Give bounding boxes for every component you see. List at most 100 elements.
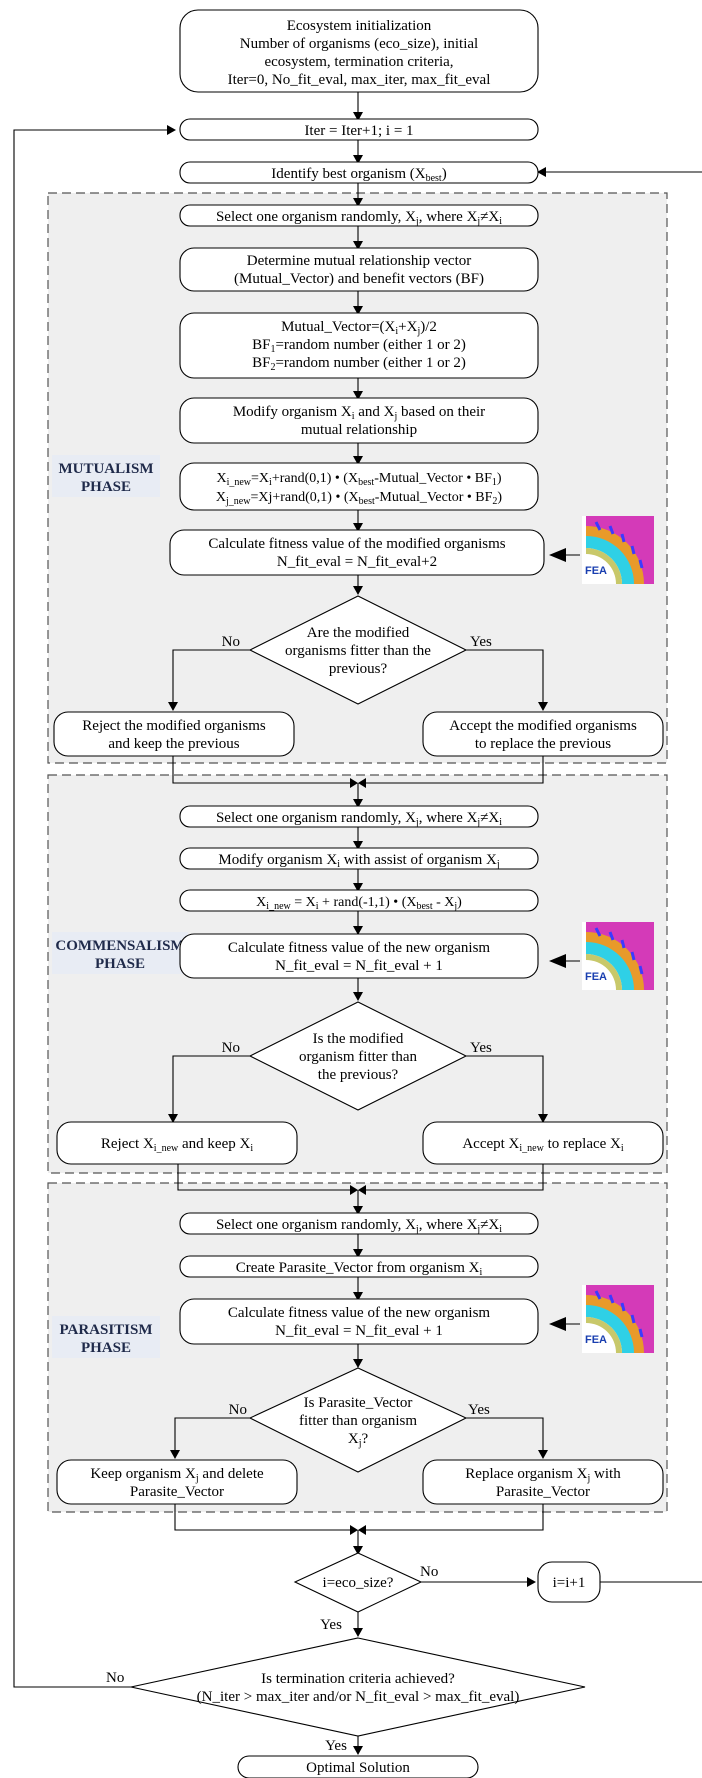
fea-label: FEA xyxy=(585,971,607,983)
commensalism-fitness-box xyxy=(179,933,539,979)
mutualism-select-box xyxy=(179,204,539,227)
eco-size-yes-label: Yes xyxy=(320,1617,342,1633)
eco-size-decision xyxy=(293,1552,423,1613)
parasitism-question-3: Xj? xyxy=(348,1431,369,1449)
commensalism-modify-text: Modify organism Xi with assist of organi… xyxy=(218,852,499,870)
termination-line-1: Is termination criteria achieved? xyxy=(261,1671,455,1687)
mutualism-accept-box xyxy=(422,711,664,757)
commensalism-select-box xyxy=(179,805,539,828)
mutualism-vector-box xyxy=(179,312,539,379)
mutualism-fitness-box xyxy=(169,529,545,576)
mutual-vector-formula: Mutual_Vector=(Xi+Xj)/2 xyxy=(281,319,437,337)
mutualism-label-phase: PHASE xyxy=(81,479,131,495)
parasitism-no-label: No xyxy=(229,1402,247,1418)
eco-size-no-label: No xyxy=(420,1564,438,1580)
mutualism-reject-line-2: and keep the previous xyxy=(108,736,239,752)
fea-label: FEA xyxy=(585,565,607,577)
iter-box xyxy=(179,118,539,141)
parasitism-replace-box xyxy=(422,1459,664,1505)
fea-image-commensalism: FEA xyxy=(580,920,656,992)
parasitism-yes-label: Yes xyxy=(468,1402,490,1418)
parasitism-keep-line-1: Keep organism Xj and delete xyxy=(90,1466,264,1484)
commensalism-label: COMMENSALISM xyxy=(55,938,184,954)
parasitism-fitness-box xyxy=(179,1298,539,1345)
commensalism-update-formula: Xi_new = Xi + rand(-1,1) • (Xbest - Xj) xyxy=(256,895,462,912)
xi-new-formula: Xi_new=Xi+rand(0,1) • (Xbest-Mutual_Vect… xyxy=(216,471,501,488)
parasitism-fitness-line-2: N_fit_eval = N_fit_eval + 1 xyxy=(275,1323,443,1339)
parasitism-replace-line-1: Replace organism Xj with xyxy=(465,1466,621,1484)
mutualism-determine-box xyxy=(179,247,539,292)
commensalism-update-box xyxy=(179,889,539,912)
mutualism-determine-line-2: (Mutual_Vector) and benefit vectors (BF) xyxy=(234,271,484,287)
parasitism-decision xyxy=(248,1367,468,1473)
mutualism-question-1: Are the modified xyxy=(307,625,410,641)
initialization-box xyxy=(179,9,539,93)
fea-image-mutualism: FEA xyxy=(580,514,656,586)
best-organism-box xyxy=(179,161,539,184)
mutualism-fitness-line-1: Calculate fitness value of the modified … xyxy=(208,536,505,552)
increment-box xyxy=(537,1561,601,1603)
parasitism-create-text: Create Parasite_Vector from organism Xi xyxy=(236,1260,483,1278)
commensalism-label-phase: PHASE xyxy=(95,956,145,972)
commensalism-modify-box xyxy=(179,847,539,870)
parasitism-keep-box xyxy=(56,1459,298,1505)
parasitism-keep-line-2: Parasite_Vector xyxy=(130,1484,224,1500)
init-line-2: Number of organisms (eco_size), initial xyxy=(240,36,478,52)
termination-decision xyxy=(130,1637,586,1737)
termination-yes-label: Yes xyxy=(325,1738,347,1754)
iter-text: Iter = Iter+1; i = 1 xyxy=(304,123,413,139)
xj-new-formula: Xj_new=Xj+rand(0,1) • (Xbest-Mutual_Vect… xyxy=(216,490,503,507)
mutualism-decision xyxy=(248,595,468,705)
eco-size-question: i=eco_size? xyxy=(323,1575,394,1591)
mutualism-accept-line-1: Accept the modified organisms xyxy=(449,718,637,734)
mutualism-label: MUTUALISM xyxy=(58,461,153,477)
bf1-formula: BF1=random number (either 1 or 2) xyxy=(252,337,466,355)
parasitism-fitness-line-1: Calculate fitness value of the new organ… xyxy=(228,1305,490,1321)
parasitism-question-2: fitter than organism xyxy=(299,1413,417,1429)
mutualism-determine-line-1: Determine mutual relationship vector xyxy=(247,253,472,269)
parasitism-label-phase: PHASE xyxy=(81,1340,131,1356)
fea-image-parasitism: FEA xyxy=(580,1283,656,1355)
mutualism-question-2: organisms fitter than the xyxy=(285,643,431,659)
mutualism-reject-line-1: Reject the modified organisms xyxy=(82,718,266,734)
commensalism-reject-text: Reject Xi_new and keep Xi xyxy=(101,1136,253,1154)
commensalism-question-3: the previous? xyxy=(318,1067,399,1083)
commensalism-accept-box xyxy=(422,1121,664,1165)
commensalism-fitness-line-2: N_fit_eval = N_fit_eval + 1 xyxy=(275,958,443,974)
commensalism-accept-text: Accept Xi_new to replace Xi xyxy=(462,1136,624,1154)
termination-line-2: (N_iter > max_iter and/or N_fit_eval > m… xyxy=(197,1689,520,1705)
fea-label: FEA xyxy=(585,1334,607,1346)
mutualism-modify-line-1: Modify organism Xi and Xj based on their xyxy=(233,404,485,422)
parasitism-replace-line-2: Parasite_Vector xyxy=(496,1484,590,1500)
arrowheads xyxy=(167,112,566,1755)
parasitism-select-box xyxy=(179,1212,539,1235)
mutualism-question-3: previous? xyxy=(329,661,388,677)
parasitism-label: PARASITISM xyxy=(59,1322,152,1338)
mutualism-update-box xyxy=(179,462,539,511)
mutualism-select-text: Select one organism randomly, Xj, where … xyxy=(216,209,502,227)
mutualism-label-bg xyxy=(52,455,160,497)
optimal-solution-box xyxy=(237,1755,479,1778)
parasitism-create-box xyxy=(179,1255,539,1278)
best-organism-text: Identify best organism (Xbest) xyxy=(271,166,446,184)
init-line-1: Ecosystem initialization xyxy=(287,18,432,34)
increment-text: i=i+1 xyxy=(553,1575,586,1591)
init-line-4: Iter=0, No_fit_eval, max_iter, max_fit_e… xyxy=(228,72,491,88)
parasitism-select-text: Select one organism randomly, Xj, where … xyxy=(216,1217,502,1235)
mutualism-reject-box xyxy=(53,711,295,757)
commensalism-no-label: No xyxy=(222,1040,240,1056)
commensalism-yes-label: Yes xyxy=(470,1040,492,1056)
init-line-3: ecosystem, termination criteria, xyxy=(264,54,453,70)
commensalism-reject-box xyxy=(56,1121,298,1165)
commensalism-decision xyxy=(248,1001,468,1111)
bf2-formula: BF2=random number (either 1 or 2) xyxy=(252,355,466,373)
commensalism-question-1: Is the modified xyxy=(313,1031,404,1047)
mutualism-modify-line-2: mutual relationship xyxy=(301,422,417,438)
mutualism-no-label: No xyxy=(222,634,240,650)
commensalism-select-text: Select one organism randomly, Xj, where … xyxy=(216,810,502,828)
parasitism-question-1: Is Parasite_Vector xyxy=(304,1395,413,1411)
parasitism-label-bg xyxy=(52,1316,160,1358)
mutualism-yes-label: Yes xyxy=(470,634,492,650)
mutualism-modify-box xyxy=(179,397,539,444)
